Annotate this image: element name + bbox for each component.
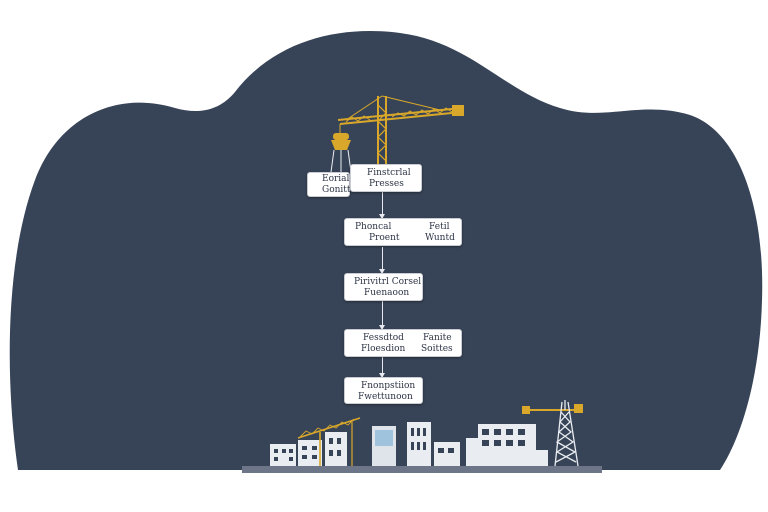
city-skyline-icon bbox=[242, 422, 602, 473]
node-3-line-2: Fuenaoon bbox=[364, 288, 410, 298]
flow-node-3[interactable]: Pirivitrl Corsel Fuenaoon bbox=[344, 273, 423, 301]
node-1a-line-2: Gonitti bbox=[322, 185, 354, 195]
node-5-line-1: Fnonpstiion bbox=[361, 381, 416, 391]
node-2-left-line-2: Proent bbox=[369, 233, 400, 243]
node-3-line-1: Pirivitrl Corsel bbox=[354, 277, 422, 287]
node-1a-line-1: Eorial bbox=[322, 174, 350, 184]
flow-node-1a[interactable]: Eorial Gonitti bbox=[307, 172, 354, 197]
node-4-right-line-2: Soittes bbox=[421, 344, 453, 354]
node-5-line-2: Fwettunoon bbox=[358, 392, 413, 402]
flow-node-5[interactable]: Fnonpstiion Fwettunoon bbox=[344, 377, 423, 404]
flow-arrow-2 bbox=[379, 247, 385, 274]
flow-arrow-4 bbox=[379, 357, 385, 378]
hanging-bucket-icon bbox=[330, 133, 352, 173]
dark-cloud-shape bbox=[9, 30, 763, 471]
node-1b-line-1: Finstcrlal bbox=[367, 168, 411, 178]
small-crane-left-icon bbox=[297, 417, 361, 466]
flow-node-1b[interactable]: Finstcrlal Presses bbox=[350, 164, 422, 192]
node-4-left-line-1: Fessdtod bbox=[363, 333, 404, 343]
node-2-left-line-1: Phoncal bbox=[355, 222, 392, 232]
node-2-right-line-2: Wuntd bbox=[425, 233, 455, 243]
node-2-right-line-1: Fetil bbox=[429, 222, 450, 232]
flow-node-4[interactable]: Fessdtod Floesdion Fanite Soittes bbox=[344, 329, 462, 357]
flow-arrow-1 bbox=[379, 192, 385, 219]
flow-arrow-3 bbox=[379, 301, 385, 330]
tower-crane-icon bbox=[337, 95, 464, 165]
node-1b-line-2: Presses bbox=[369, 179, 404, 189]
node-4-right-line-1: Fanite bbox=[423, 333, 452, 343]
flow-node-2[interactable]: Phoncal Proent Fetil Wuntd bbox=[344, 218, 462, 246]
lattice-tower-icon bbox=[522, 400, 583, 467]
node-4-left-line-2: Floesdion bbox=[361, 344, 406, 354]
